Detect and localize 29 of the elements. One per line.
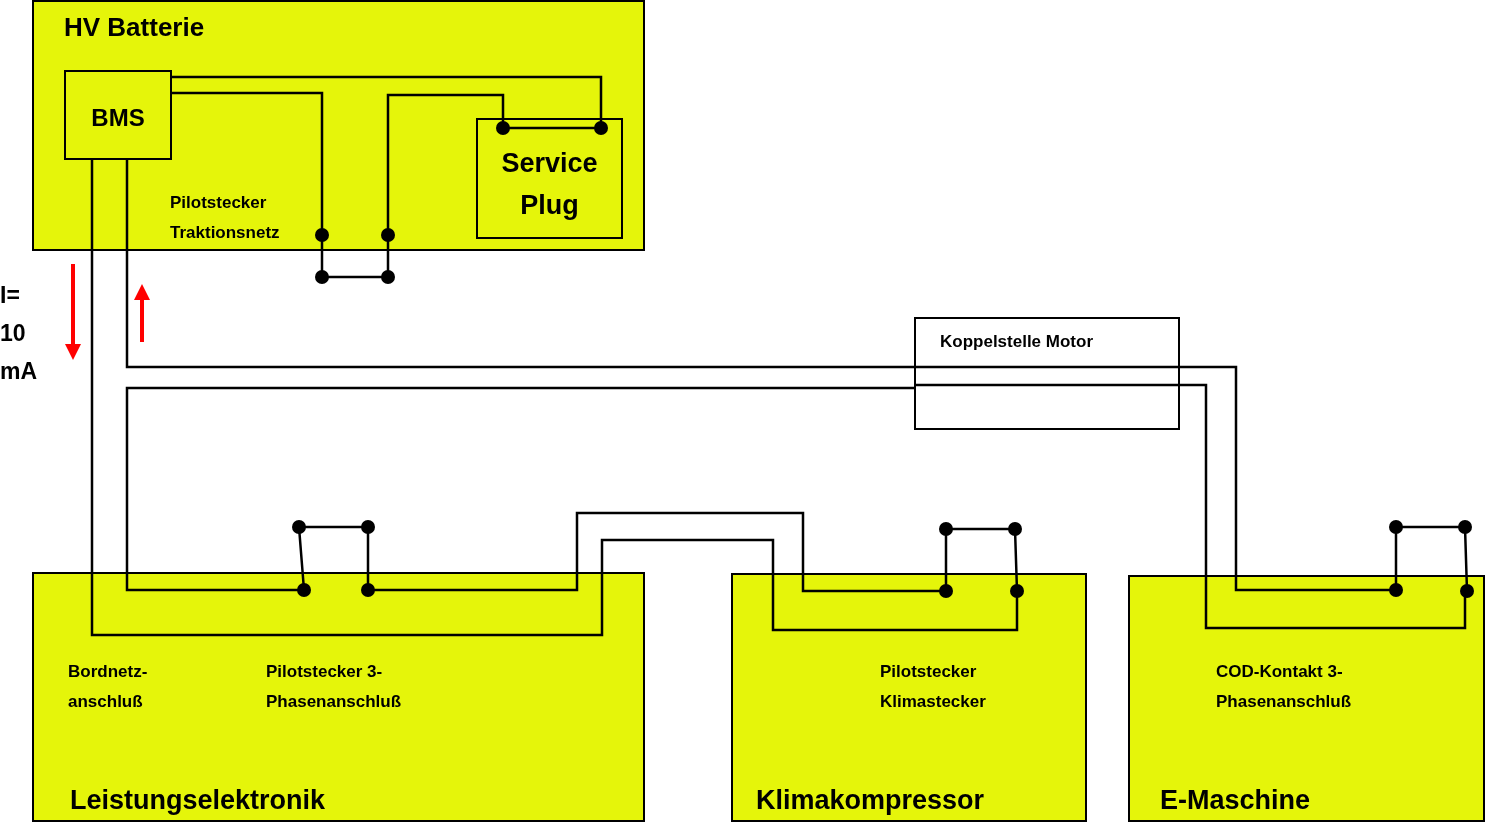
wire (575, 511, 805, 573)
wire (125, 158, 914, 369)
battery-box (32, 0, 645, 251)
box-title: Service Plug (500, 147, 599, 222)
wire (90, 158, 94, 572)
connector-label: Pilotstecker Traktionsnetz (170, 192, 281, 244)
box-title: HV Batterie (64, 11, 206, 44)
box-title: Klimakompressor (756, 784, 986, 817)
module-box (32, 572, 645, 822)
module-box (731, 573, 1087, 822)
wire (125, 386, 914, 572)
connector-label: Pilotstecker 3- Phasenanschluß (266, 661, 403, 713)
box-title: BMS (90, 103, 146, 133)
module-box (1128, 575, 1485, 822)
connector-label: COD-Kontakt 3- Phasenanschluß (1216, 661, 1353, 713)
current-label: I= 10 mA (0, 281, 39, 386)
bms-box (64, 70, 172, 160)
box-title: E-Maschine (1160, 784, 1312, 817)
coupling-box (914, 317, 1180, 430)
service-plug-box (476, 118, 623, 239)
wire (170, 91, 512, 279)
wire (1180, 365, 1238, 575)
connector-label: Bordnetz- anschluß (68, 661, 149, 713)
wire (600, 538, 775, 573)
wire (170, 75, 610, 137)
connector-label: Pilotstecker Klimastecker (880, 661, 987, 713)
box-title: Leistungselektronik (70, 784, 327, 817)
box-title: Koppelstelle Motor (940, 331, 1094, 353)
wire (1180, 383, 1208, 575)
